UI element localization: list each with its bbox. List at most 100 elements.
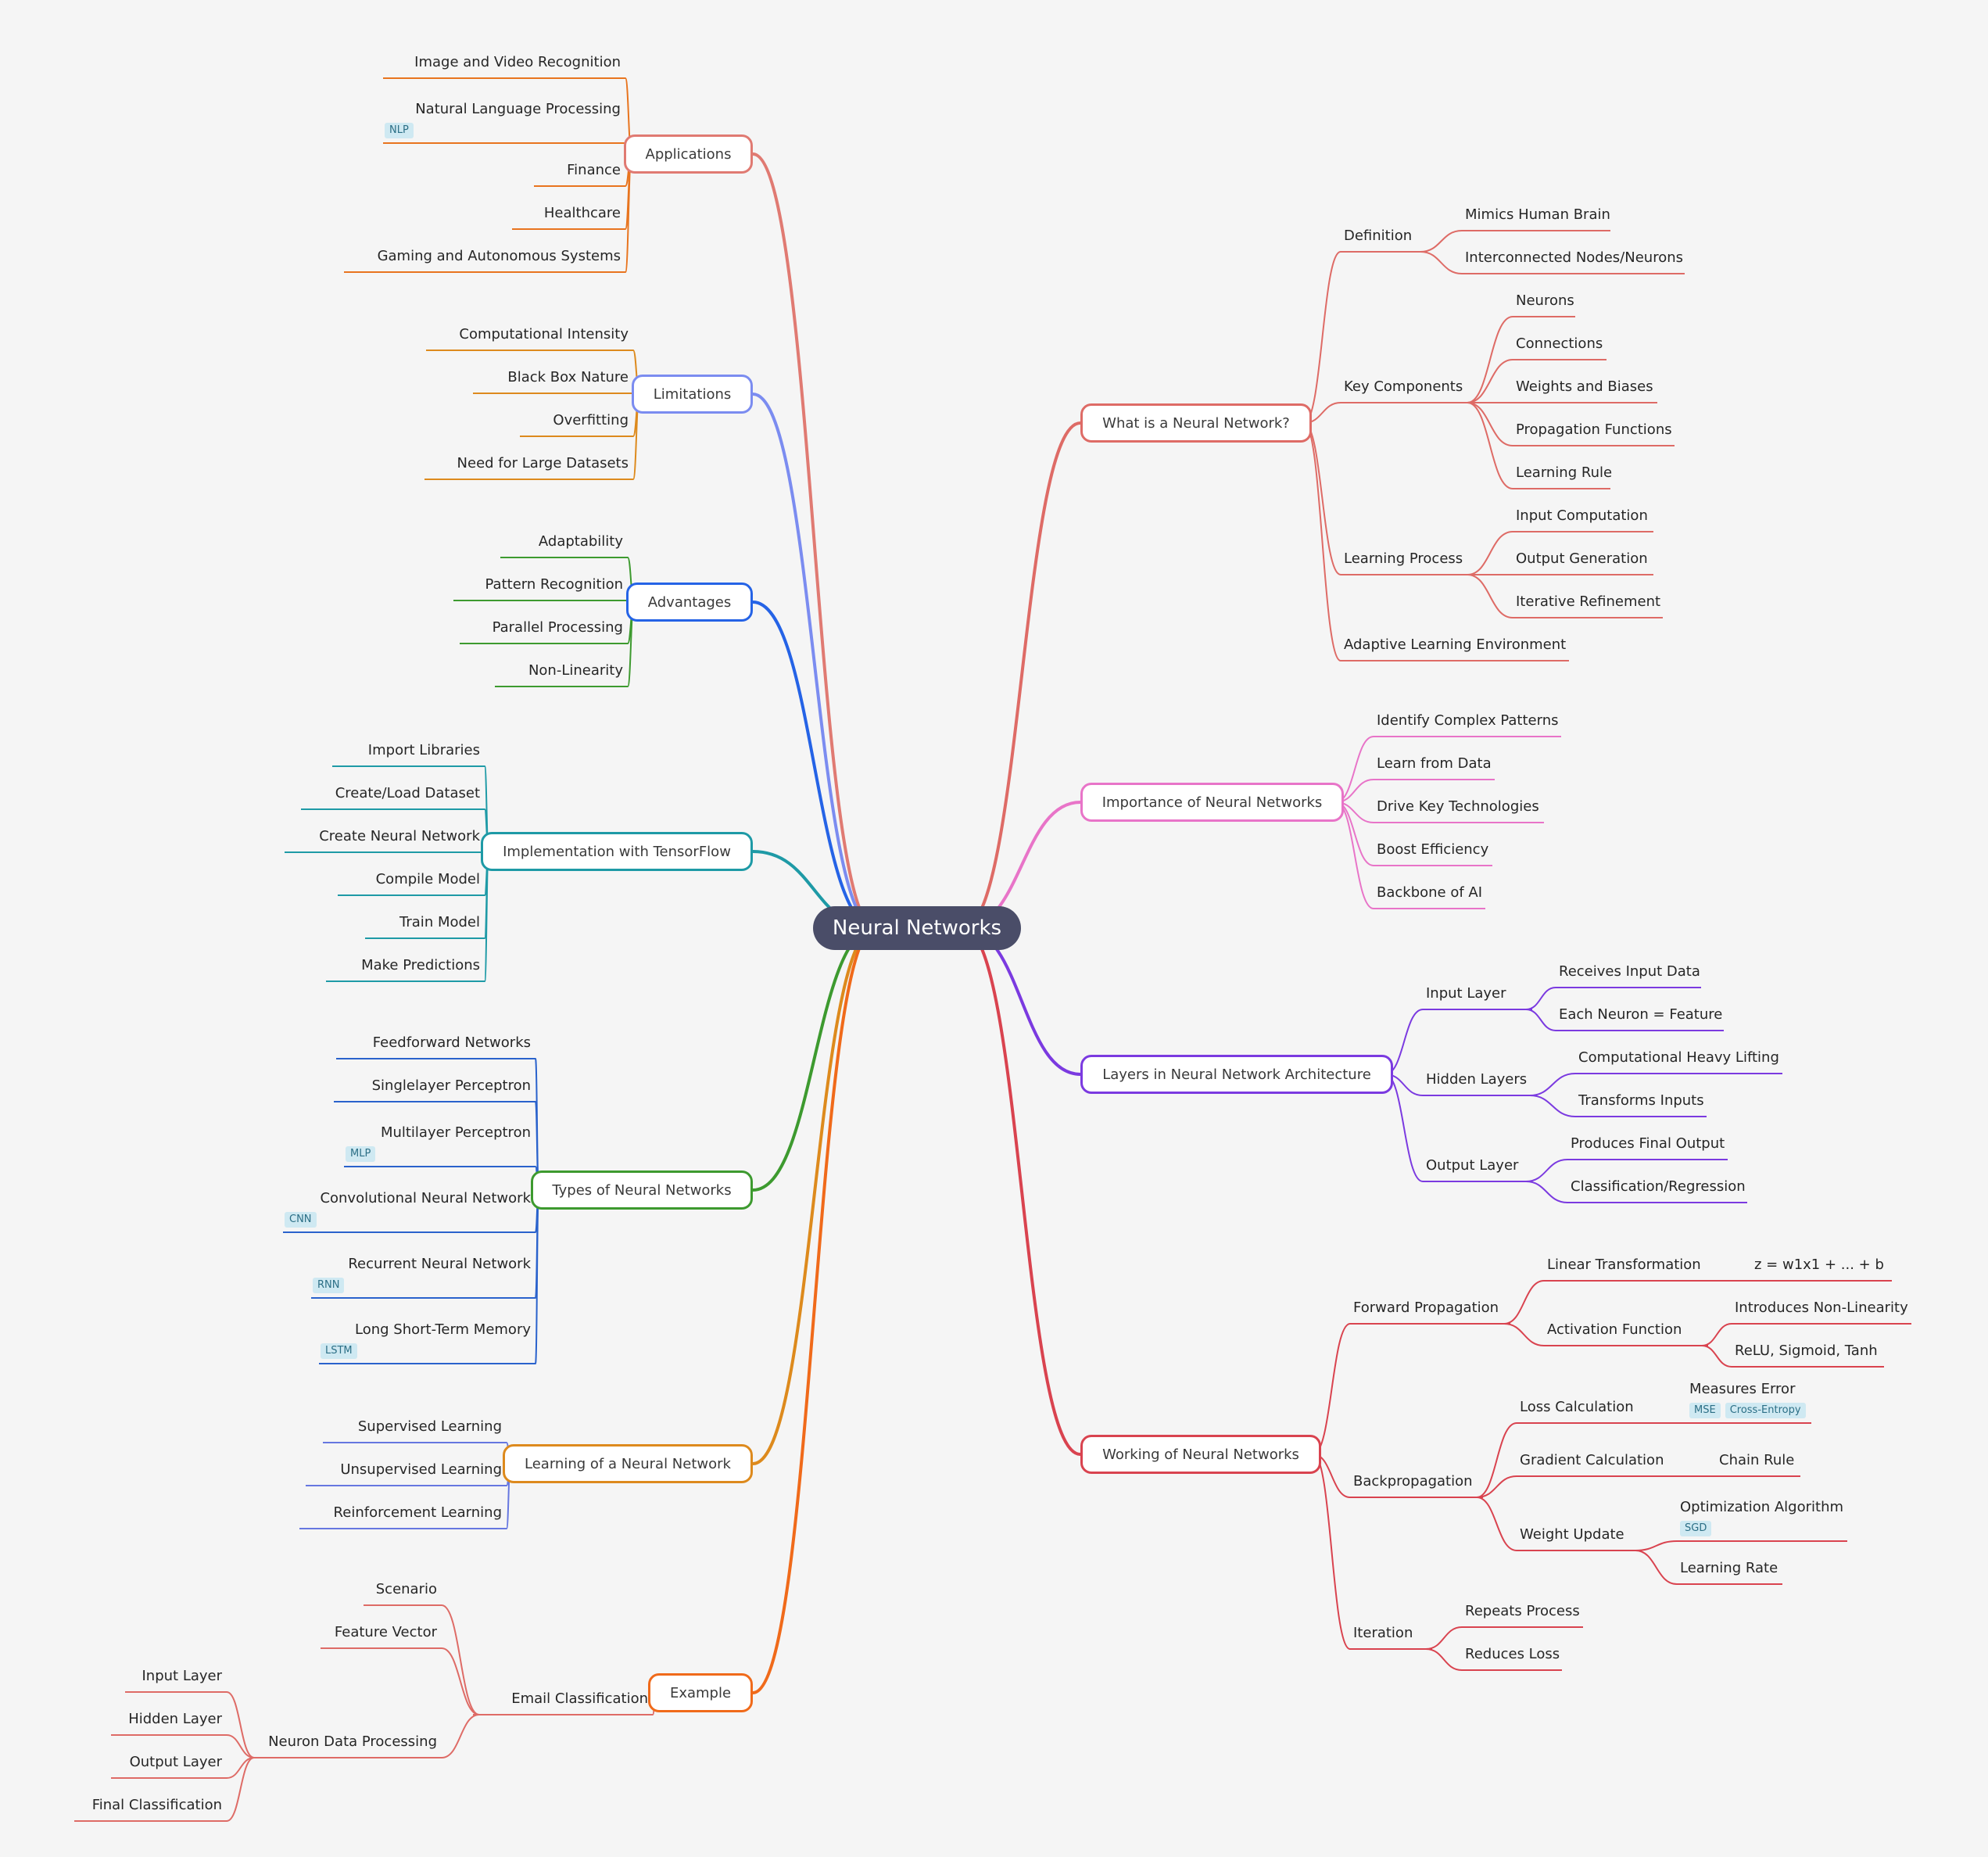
topic-need-for-large-datasets[interactable]: Need for Large Datasets xyxy=(457,455,629,471)
connector-layer-2 xyxy=(1384,1074,1424,1182)
topic-recurrent-neural-network[interactable]: Recurrent Neural Network xyxy=(348,1256,531,1272)
topic-input-layer[interactable]: Input Layer xyxy=(141,1668,222,1684)
topic-repeats-process[interactable]: Repeats Process xyxy=(1465,1603,1580,1619)
topic-gaming-and-autonomous-systems[interactable]: Gaming and Autonomous Systems xyxy=(377,248,621,264)
topic-finance[interactable]: Finance xyxy=(567,162,621,178)
topic-drive-key-technologies[interactable]: Drive Key Technologies xyxy=(1377,798,1539,815)
topic-learning-rate[interactable]: Learning Rate xyxy=(1680,1560,1778,1576)
topic-compile-model[interactable]: Compile Model xyxy=(375,871,480,887)
central-topic[interactable]: Neural Networks xyxy=(813,906,1021,950)
topic-loss-calculation[interactable]: Loss Calculation xyxy=(1520,1399,1634,1415)
topic-iterative-refinement[interactable]: Iterative Refinement xyxy=(1516,593,1661,610)
topic-create-neural-network[interactable]: Create Neural Network xyxy=(319,828,480,844)
connector-ndp-3 xyxy=(226,1757,255,1822)
branch-types[interactable]: Types of Neural Networks xyxy=(531,1170,753,1210)
topic-optimization-algorithm[interactable]: Optimization Algorithm xyxy=(1680,1499,1844,1515)
branch-applications[interactable]: Applications xyxy=(624,134,753,174)
topic-reinforcement-learning[interactable]: Reinforcement Learning xyxy=(333,1504,502,1521)
topic-convolutional-neural-network[interactable]: Convolutional Neural Network xyxy=(320,1190,531,1206)
topic-computational-intensity[interactable]: Computational Intensity xyxy=(459,326,629,342)
topic-adaptive-learning-environment[interactable]: Adaptive Learning Environment xyxy=(1344,636,1567,653)
topic-weight-update[interactable]: Weight Update xyxy=(1520,1526,1624,1543)
topic-email-classification[interactable]: Email Classification xyxy=(511,1690,648,1707)
topic-iteration[interactable]: Iteration xyxy=(1353,1625,1413,1641)
topic-overfitting[interactable]: Overfitting xyxy=(553,412,629,428)
topic-adaptability[interactable]: Adaptability xyxy=(538,533,623,550)
topic-make-predictions[interactable]: Make Predictions xyxy=(361,957,480,973)
topic-black-box-nature[interactable]: Black Box Nature xyxy=(507,369,629,385)
topic-learn-from-data[interactable]: Learn from Data xyxy=(1377,755,1492,772)
topic-image-and-video-recognition[interactable]: Image and Video Recognition xyxy=(414,54,621,70)
branch-working[interactable]: Working of Neural Networks xyxy=(1080,1435,1321,1474)
topic-receives-input-data[interactable]: Receives Input Data xyxy=(1559,963,1700,980)
topic-introduces-non-linearity[interactable]: Introduces Non-Linearity xyxy=(1735,1300,1908,1316)
topic-long-short-term-memory[interactable]: Long Short-Term Memory xyxy=(355,1321,531,1338)
topic-singlelayer-perceptron[interactable]: Singlelayer Perceptron xyxy=(371,1077,531,1094)
topic-input-computation[interactable]: Input Computation xyxy=(1516,507,1648,524)
topic-computational-heavy-lifting[interactable]: Computational Heavy Lifting xyxy=(1578,1049,1779,1066)
topic-linear-transformation[interactable]: Linear Transformation xyxy=(1547,1257,1701,1273)
topic-create-load-dataset[interactable]: Create/Load Dataset xyxy=(335,785,480,801)
tag-group: NLP xyxy=(385,123,414,138)
topic-forward-propagation[interactable]: Forward Propagation xyxy=(1353,1300,1499,1316)
topic-non-linearity[interactable]: Non-Linearity xyxy=(528,662,623,679)
topic-measures-error[interactable]: Measures Error xyxy=(1689,1381,1796,1397)
topic-backbone-of-ai[interactable]: Backbone of AI xyxy=(1377,884,1483,901)
tag-sgd: SGD xyxy=(1680,1521,1712,1536)
topic-reduces-loss[interactable]: Reduces Loss xyxy=(1465,1646,1560,1662)
topic-backpropagation[interactable]: Backpropagation xyxy=(1353,1473,1473,1490)
topic-parallel-processing[interactable]: Parallel Processing xyxy=(492,619,623,636)
topic-transforms-inputs[interactable]: Transforms Inputs xyxy=(1578,1092,1704,1109)
topic-identify-complex-patterns[interactable]: Identify Complex Patterns xyxy=(1377,712,1559,729)
topic-multilayer-perceptron[interactable]: Multilayer Perceptron xyxy=(380,1124,531,1141)
branch-limitations[interactable]: Limitations xyxy=(632,375,753,414)
topic-feedforward-networks[interactable]: Feedforward Networks xyxy=(372,1034,531,1051)
branch-example[interactable]: Example xyxy=(648,1673,753,1712)
topic-hidden-layer[interactable]: Hidden Layer xyxy=(128,1711,222,1727)
topic-boost-efficiency[interactable]: Boost Efficiency xyxy=(1377,841,1489,858)
connector-kc-1 xyxy=(1467,359,1513,403)
topic-input-layer[interactable]: Input Layer xyxy=(1426,985,1506,1002)
topic-import-libraries[interactable]: Import Libraries xyxy=(367,742,480,758)
topic-learning-rule[interactable]: Learning Rule xyxy=(1516,464,1613,481)
branch-implementation[interactable]: Implementation with TensorFlow xyxy=(481,832,753,871)
connector-layer-0-1 xyxy=(1525,1009,1556,1031)
topic-feature-vector[interactable]: Feature Vector xyxy=(334,1624,437,1640)
topic-neurons[interactable]: Neurons xyxy=(1516,292,1574,309)
branch-layers[interactable]: Layers in Neural Network Architecture xyxy=(1080,1055,1393,1094)
topic-chain-rule[interactable]: Chain Rule xyxy=(1719,1452,1795,1468)
topic-output-layer[interactable]: Output Layer xyxy=(1426,1157,1519,1174)
topic-weights-and-biases[interactable]: Weights and Biases xyxy=(1516,378,1653,395)
connector-scenario xyxy=(441,1604,480,1715)
topic-train-model[interactable]: Train Model xyxy=(399,914,480,930)
topic-interconnected-nodes-neurons[interactable]: Interconnected Nodes/Neurons xyxy=(1465,249,1683,266)
branch-importance[interactable]: Importance of Neural Networks xyxy=(1080,783,1344,822)
topic-scenario[interactable]: Scenario xyxy=(375,1581,437,1597)
topic-relu-sigmoid-tanh[interactable]: ReLU, Sigmoid, Tanh xyxy=(1735,1343,1878,1359)
topic-final-classification[interactable]: Final Classification xyxy=(91,1797,222,1813)
topic-output-generation[interactable]: Output Generation xyxy=(1516,550,1648,567)
topic-neuron-data-processing[interactable]: Neuron Data Processing xyxy=(268,1733,437,1750)
topic-unsupervised-learning[interactable]: Unsupervised Learning xyxy=(340,1461,502,1478)
topic-produces-final-output[interactable]: Produces Final Output xyxy=(1571,1135,1725,1152)
topic-key-components[interactable]: Key Components xyxy=(1344,378,1463,395)
topic-learning-process[interactable]: Learning Process xyxy=(1344,550,1463,567)
topic-z-w1x1-b[interactable]: z = w1x1 + ... + b xyxy=(1754,1257,1884,1273)
topic-mimics-human-brain[interactable]: Mimics Human Brain xyxy=(1465,206,1610,223)
topic-pattern-recognition[interactable]: Pattern Recognition xyxy=(485,576,623,593)
topic-gradient-calculation[interactable]: Gradient Calculation xyxy=(1520,1452,1664,1468)
topic-propagation-functions[interactable]: Propagation Functions xyxy=(1516,421,1672,438)
topic-output-layer[interactable]: Output Layer xyxy=(129,1754,222,1770)
branch-advantages[interactable]: Advantages xyxy=(626,583,753,622)
topic-activation-function[interactable]: Activation Function xyxy=(1547,1321,1682,1338)
topic-hidden-layers[interactable]: Hidden Layers xyxy=(1426,1071,1528,1088)
topic-definition[interactable]: Definition xyxy=(1344,228,1413,244)
topic-natural-language-processing[interactable]: Natural Language Processing xyxy=(415,101,621,117)
topic-healthcare[interactable]: Healthcare xyxy=(543,205,621,221)
topic-classification-regression[interactable]: Classification/Regression xyxy=(1571,1178,1746,1195)
topic-connections[interactable]: Connections xyxy=(1516,335,1603,352)
branch-learning[interactable]: Learning of a Neural Network xyxy=(503,1444,753,1483)
topic-each-neuron-feature[interactable]: Each Neuron = Feature xyxy=(1559,1006,1723,1023)
topic-supervised-learning[interactable]: Supervised Learning xyxy=(357,1418,502,1435)
branch-what[interactable]: What is a Neural Network? xyxy=(1080,403,1312,443)
